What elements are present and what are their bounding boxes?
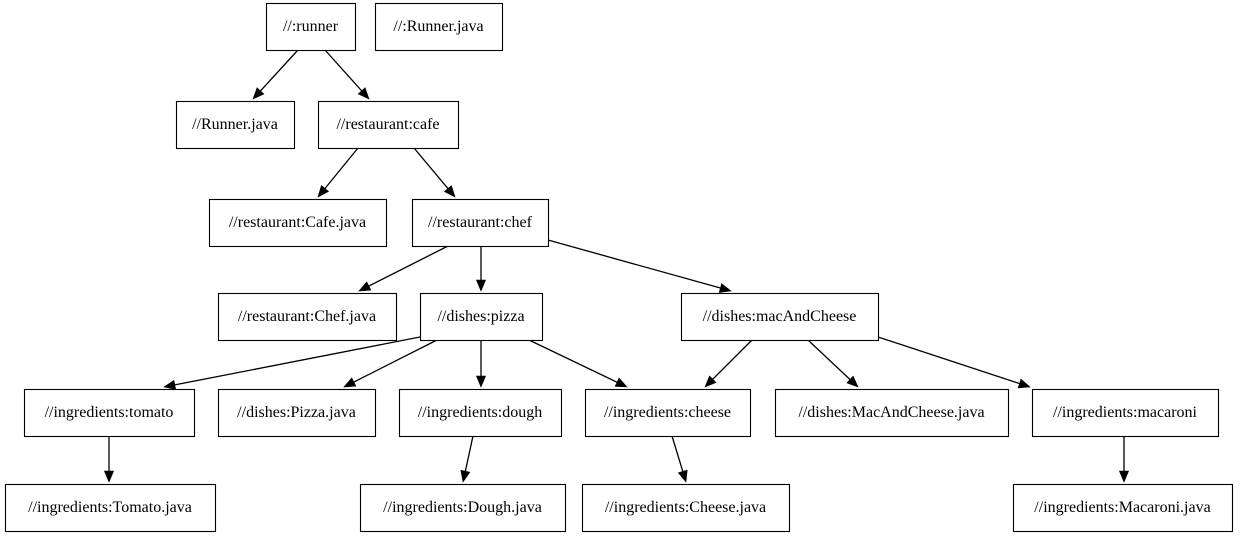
graph-node-ing_dough[interactable]: //ingredients:dough [398,388,563,438]
node-box-runner_java[interactable] [175,100,296,150]
edge-restaurant_cafe-to-restaurant_chef [413,147,456,198]
graph-node-dough_java[interactable]: //ingredients:Dough.java [359,483,567,533]
node-label-tomato_java: //ingredients:Tomato.java [28,499,192,516]
node-label-dough_java: //ingredients:Dough.java [383,499,542,516]
node-label-ing_tomato: //ingredients:tomato [45,404,174,421]
graph-node-runner[interactable]: //:runner [265,2,357,52]
graph-node-runner_java[interactable]: //Runner.java [175,100,296,150]
node-box-ing_tomato[interactable] [23,388,196,438]
edge-restaurant_cafe-to-cafe_java [317,147,359,198]
edge-dishes_mac-to-ing_macaroni [877,336,1031,389]
edge-ing_macaroni-to-macaroni_java [1118,436,1130,483]
edge-runner-to-runner_java [252,49,299,100]
node-box-dishes_mac[interactable] [680,292,880,342]
graph-node-runner_java_root[interactable]: //:Runner.java [374,2,504,52]
node-box-ing_dough[interactable] [398,388,563,438]
node-label-ing_dough: //ingredients:dough [418,404,542,421]
edge-ing_tomato-to-tomato_java [103,436,115,483]
edge-ing_cheese-to-cheese_java [671,435,688,483]
node-label-ing_cheese: //ingredients:cheese [604,404,731,421]
edge-dishes_pizza-to-ing_cheese [528,339,628,388]
graph-node-ing_tomato[interactable]: //ingredients:tomato [23,388,196,438]
edge-dishes_pizza-to-ing_dough [475,340,487,388]
node-label-restaurant_cafe: //restaurant:cafe [336,116,439,133]
node-label-runner_java: //Runner.java [192,116,278,133]
node-box-mac_java[interactable] [774,388,1010,438]
node-label-runner: //:runner [283,18,339,35]
graph-node-ing_cheese[interactable]: //ingredients:cheese [584,388,752,438]
node-box-restaurant_cafe[interactable] [317,100,460,150]
edge-dishes_pizza-to-pizza_java [343,339,438,388]
node-box-macaroni_java[interactable] [1012,483,1234,533]
node-box-ing_macaroni[interactable] [1031,388,1220,438]
graph-node-mac_java[interactable]: //dishes:MacAndCheese.java [774,388,1010,438]
node-box-runner[interactable] [265,2,357,52]
graph-node-cheese_java[interactable]: //ingredients:Cheese.java [581,483,791,533]
graph-node-dishes_pizza[interactable]: //dishes:pizza [419,292,544,342]
node-label-ing_macaroni: //ingredients:macaroni [1053,404,1198,421]
graph-node-tomato_java[interactable]: //ingredients:Tomato.java [4,483,217,533]
node-box-ing_cheese[interactable] [584,388,752,438]
node-box-cafe_java[interactable] [208,198,388,248]
edge-restaurant_chef-to-dishes_mac [547,239,732,293]
graph-node-macaroni_java[interactable]: //ingredients:Macaroni.java [1012,483,1234,533]
node-box-dough_java[interactable] [359,483,567,533]
node-box-dishes_pizza[interactable] [419,292,544,342]
node-box-chef_java[interactable] [217,292,398,342]
edge-dishes_pizza-to-ing_tomato [163,336,421,390]
node-label-mac_java: //dishes:MacAndCheese.java [798,404,984,421]
node-box-cheese_java[interactable] [581,483,791,533]
node-label-cafe_java: //restaurant:Cafe.java [229,214,366,231]
node-box-tomato_java[interactable] [4,483,217,533]
graph-node-restaurant_chef[interactable]: //restaurant:chef [411,198,550,248]
edge-restaurant_chef-to-chef_java [358,245,449,292]
node-label-cheese_java: //ingredients:Cheese.java [605,499,766,516]
node-box-restaurant_chef[interactable] [411,198,550,248]
node-box-runner_java_root[interactable] [374,2,504,52]
node-label-dishes_mac: //dishes:macAndCheese [703,308,857,325]
edges-layer [103,49,1130,483]
edge-restaurant_chef-to-dishes_pizza [475,246,487,292]
node-label-pizza_java: //dishes:Pizza.java [237,404,356,421]
graph-node-ing_macaroni[interactable]: //ingredients:macaroni [1031,388,1220,438]
edge-ing_dough-to-dough_java [460,435,474,483]
graph-node-cafe_java[interactable]: //restaurant:Cafe.java [208,198,388,248]
node-label-runner_java_root: //:Runner.java [393,18,483,35]
graph-node-restaurant_cafe[interactable]: //restaurant:cafe [317,100,460,150]
graph-node-chef_java[interactable]: //restaurant:Chef.java [217,292,398,342]
node-label-chef_java: //restaurant:Chef.java [238,308,376,325]
node-label-dishes_pizza: //dishes:pizza [437,308,524,325]
edge-dishes_mac-to-mac_java [807,339,859,388]
edge-runner-to-restaurant_cafe [324,49,370,100]
graph-node-pizza_java[interactable]: //dishes:Pizza.java [217,388,377,438]
node-label-restaurant_chef: //restaurant:chef [428,214,533,231]
edge-dishes_mac-to-ing_cheese [704,339,753,388]
nodes-layer: //:runner //:Runner.java //Runner.java //re… [4,2,1234,533]
node-label-macaroni_java: //ingredients:Macaroni.java [1034,499,1210,516]
graph-node-dishes_mac[interactable]: //dishes:macAndCheese [680,292,880,342]
node-box-pizza_java[interactable] [217,388,377,438]
